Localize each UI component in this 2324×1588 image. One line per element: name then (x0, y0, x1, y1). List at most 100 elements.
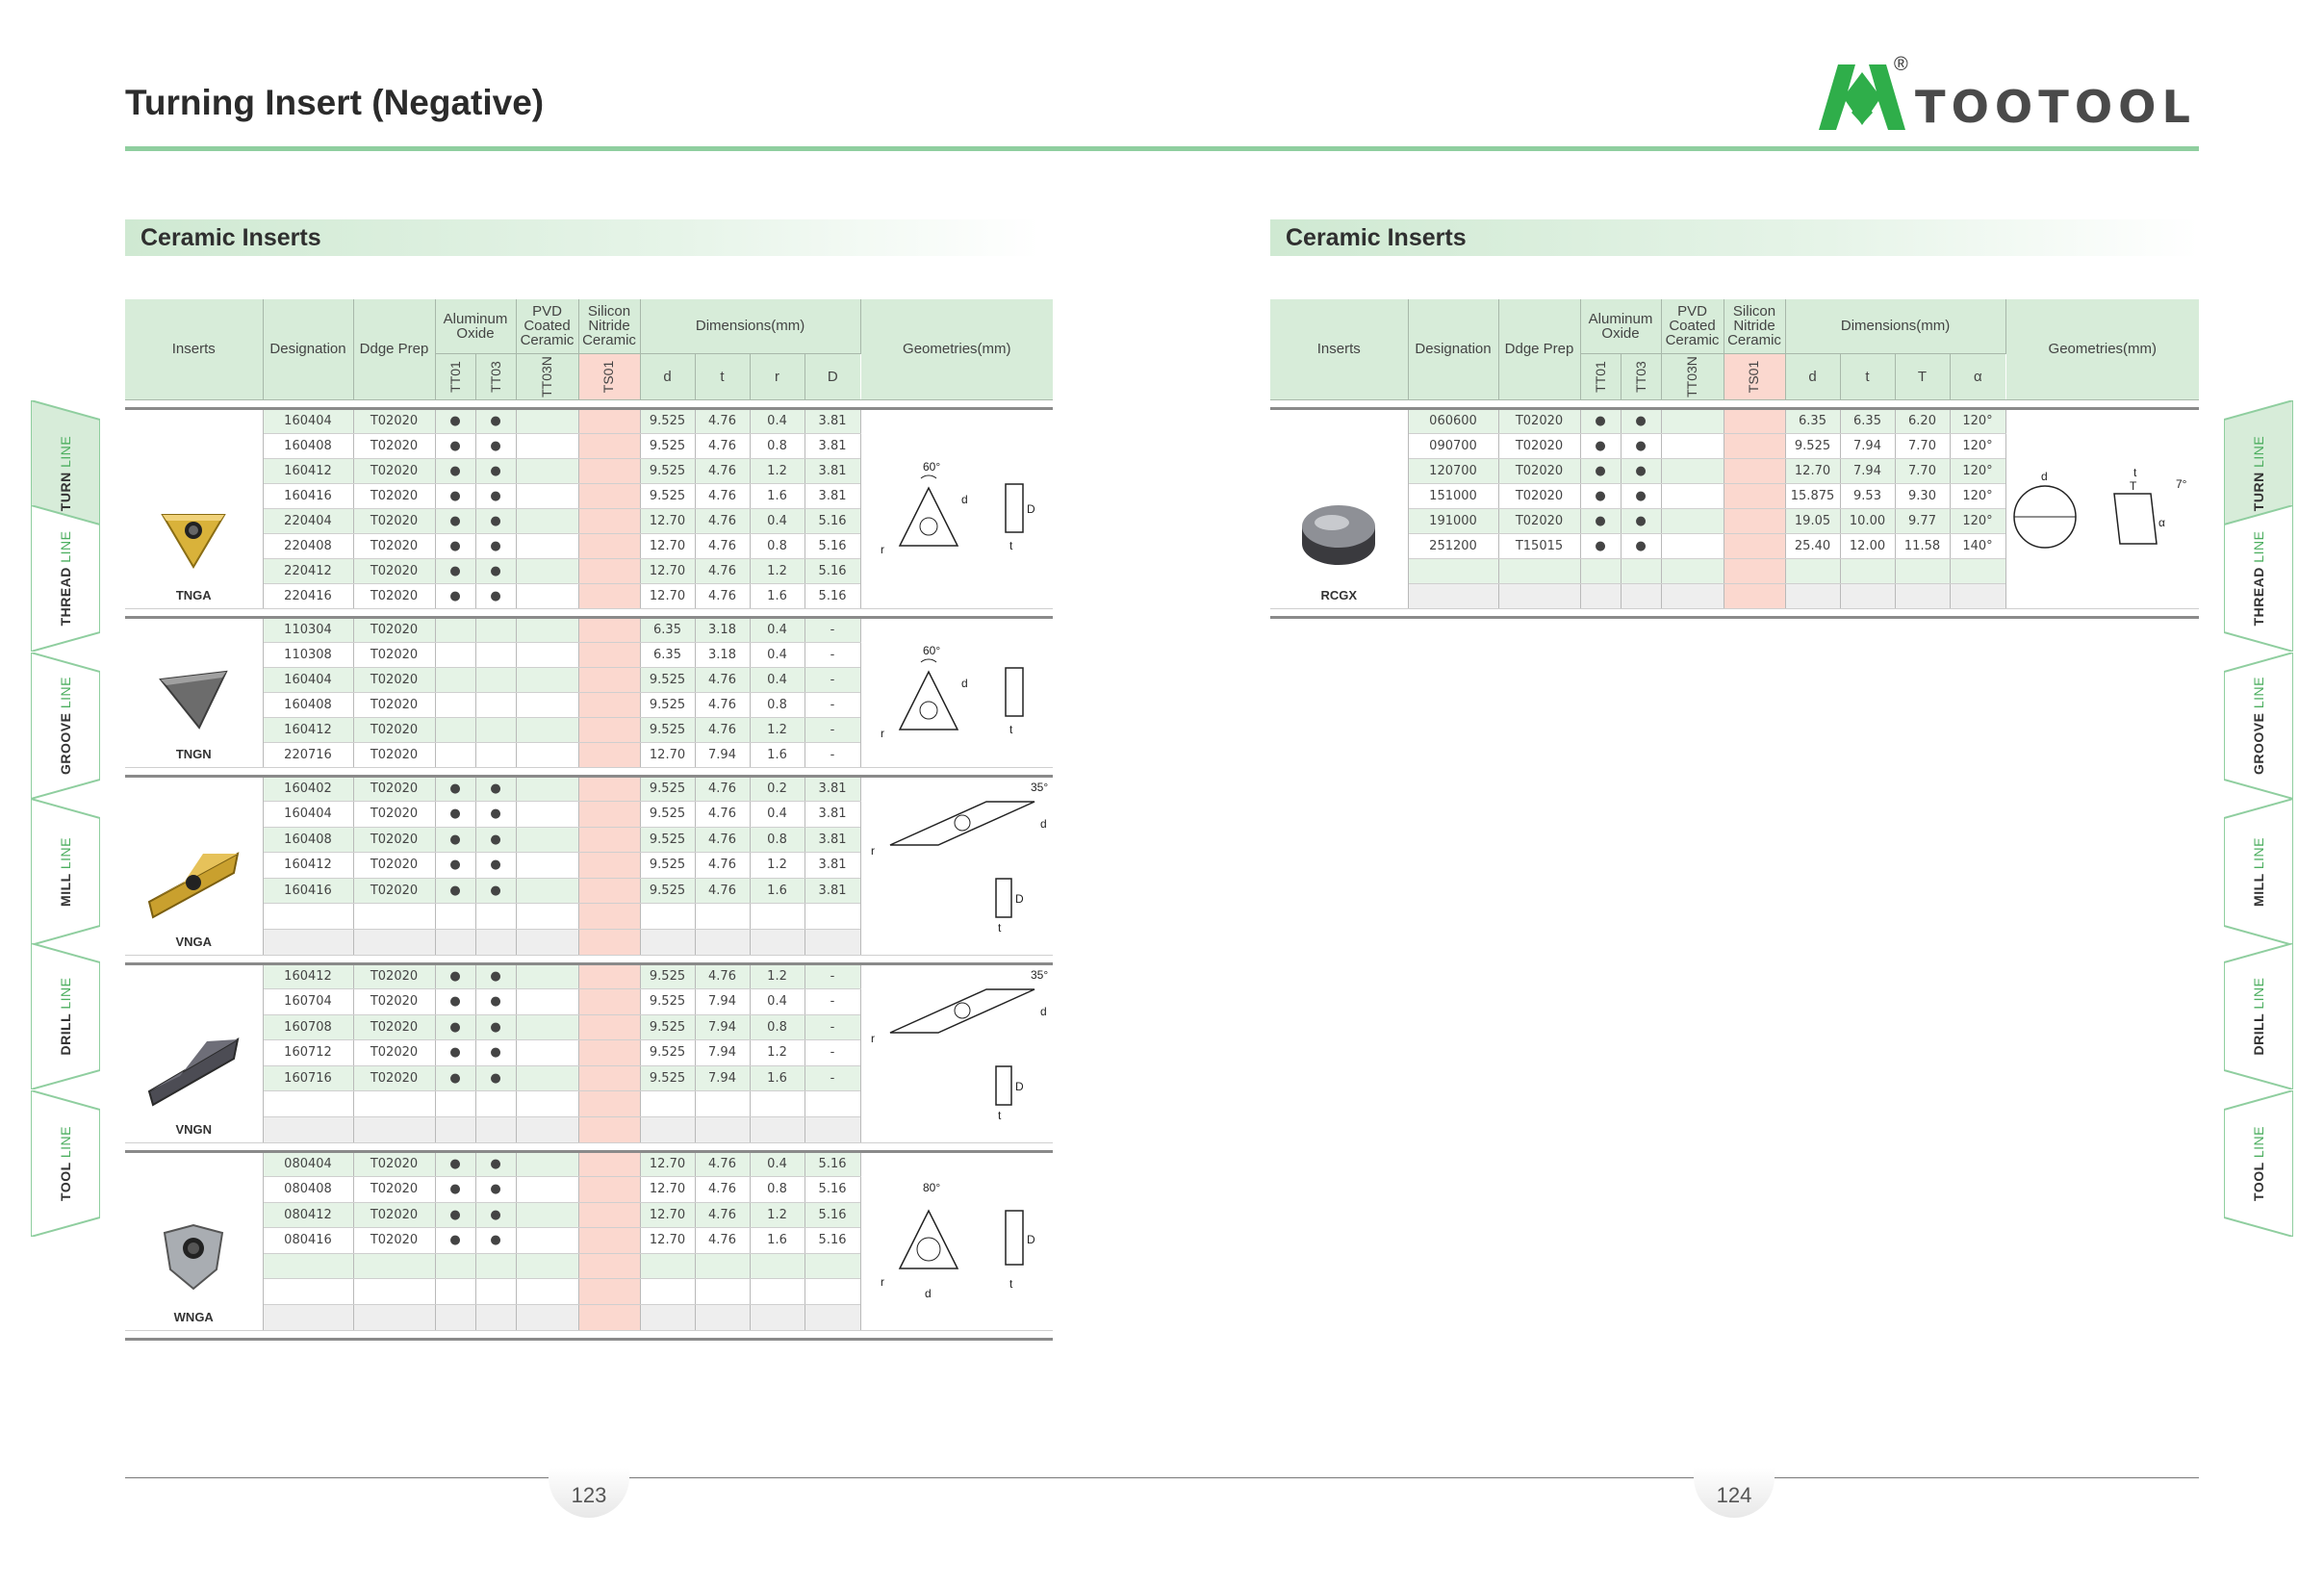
side-tab-tool[interactable]: TOOL LINE (2224, 1090, 2293, 1237)
tt03-cell: ● (475, 878, 517, 905)
designation-cell: 151000 (1408, 483, 1499, 509)
tt03-cell: ● (1621, 508, 1662, 534)
col-dimensions: Dimensions(mm) (640, 299, 861, 354)
designation-cell: 160412 (263, 458, 354, 484)
tt01-cell: ● (435, 1039, 476, 1066)
ts01-cell (578, 533, 641, 559)
dim-cell: 6.35 (640, 642, 696, 668)
edge-prep-cell: T02020 (353, 1151, 436, 1178)
tt03-cell (475, 1304, 517, 1331)
left-insert-table: Inserts Designation Ddge Prep Aluminum O… (125, 299, 1054, 1341)
tt03n-cell (516, 963, 579, 990)
svg-text:D: D (1027, 502, 1035, 516)
dim-cell (695, 1278, 751, 1305)
dim-cell: 3.81 (804, 776, 861, 803)
ts01-cell (578, 617, 641, 643)
tt01-cell (435, 1253, 476, 1280)
right-section-header: Ceramic Inserts (1270, 219, 2199, 256)
edge-prep-cell: T02020 (353, 1039, 436, 1066)
edge-prep-cell: T02020 (353, 988, 436, 1015)
side-tab-thread[interactable]: THREAD LINE (2224, 505, 2293, 652)
side-tab-drill[interactable]: DRILL LINE (31, 943, 100, 1089)
edge-prep-cell: T02020 (353, 963, 436, 990)
svg-text:60°: 60° (923, 460, 940, 474)
col-designation: Designation (1408, 299, 1499, 400)
col-ts01: TS01 (600, 360, 617, 393)
dim-cell: 4.76 (695, 963, 751, 990)
tt01-cell: ● (435, 433, 476, 459)
ts01-cell (578, 508, 641, 534)
side-tab-tool[interactable]: TOOL LINE (31, 1090, 100, 1237)
ts01-cell (1724, 433, 1786, 459)
dim-cell: 4.76 (695, 433, 751, 459)
dim-cell: 5.16 (804, 508, 861, 534)
insert-name: TNGA (175, 587, 212, 602)
footer-rule (125, 1477, 2199, 1478)
side-tab-drill[interactable]: DRILL LINE (2224, 943, 2293, 1089)
dim-cell: 4.76 (695, 1176, 751, 1203)
tt03-cell: ● (475, 852, 517, 879)
ts01-cell (578, 1014, 641, 1041)
side-tab-groove[interactable]: GROOVE LINE (2224, 653, 2293, 799)
designation-cell (1408, 583, 1499, 609)
dim-cell: 9.525 (640, 988, 696, 1015)
edge-prep-cell: T02020 (353, 692, 436, 718)
dim-cell (1950, 583, 2006, 609)
dim-cell: 19.05 (1785, 508, 1841, 534)
dim-cell: 12.70 (640, 533, 696, 559)
dim-cell: 0.8 (750, 692, 805, 718)
dim-cell: 9.525 (640, 852, 696, 879)
tt01-cell (435, 717, 476, 743)
edge-prep-cell (353, 929, 436, 956)
dim-cell: 0.4 (750, 617, 805, 643)
dim-cell: 7.70 (1895, 458, 1951, 484)
tt03n-cell (516, 408, 579, 434)
designation-cell: 160412 (263, 963, 354, 990)
tt01-cell: ● (435, 1014, 476, 1041)
dim-cell: - (804, 742, 861, 768)
side-tab-mill[interactable]: MILL LINE (31, 799, 100, 945)
tt01-cell (435, 1304, 476, 1331)
tt03n-cell (516, 558, 579, 584)
ts01-cell (578, 963, 641, 990)
tt03n-cell (516, 458, 579, 484)
tt03n-cell (516, 533, 579, 559)
svg-text:d: d (961, 493, 968, 506)
tt03n-cell (516, 667, 579, 693)
dim-cell: 3.18 (695, 642, 751, 668)
edge-prep-cell: T02020 (353, 642, 436, 668)
dim-cell: 7.94 (695, 988, 751, 1015)
tt03-cell (475, 717, 517, 743)
tt01-cell: ● (435, 1176, 476, 1203)
dim-cell: - (804, 1039, 861, 1066)
edge-prep-cell (353, 1278, 436, 1305)
svg-text:7°: 7° (2176, 477, 2187, 491)
side-tab-mill[interactable]: MILL LINE (2224, 799, 2293, 945)
dim-cell: 1.2 (750, 1039, 805, 1066)
dim-cell: 7.70 (1895, 433, 1951, 459)
dim-cell (804, 1116, 861, 1143)
dim-cell: 4.76 (695, 827, 751, 854)
dim-cell: - (804, 692, 861, 718)
side-tab-label: TOOL LINE (2251, 1126, 2266, 1201)
side-tab-groove[interactable]: GROOVE LINE (31, 653, 100, 799)
tt03n-cell (516, 742, 579, 768)
dim-cell: 12.70 (640, 583, 696, 609)
edge-prep-cell: T02020 (353, 776, 436, 803)
dim-cell: 3.18 (695, 617, 751, 643)
table-row (125, 929, 1053, 956)
side-tab-thread[interactable]: THREAD LINE (31, 505, 100, 652)
table-row (125, 903, 1053, 930)
dim-cell: 9.525 (1785, 433, 1841, 459)
designation-cell: 160416 (263, 483, 354, 509)
dim-cell (640, 929, 696, 956)
tt03-cell: ● (475, 1014, 517, 1041)
edge-prep-cell: T02020 (1498, 483, 1581, 509)
ts01-cell (1724, 508, 1786, 534)
dim-cell: 120° (1950, 408, 2006, 434)
ts01-cell (578, 642, 641, 668)
dim-cell: 9.30 (1895, 483, 1951, 509)
